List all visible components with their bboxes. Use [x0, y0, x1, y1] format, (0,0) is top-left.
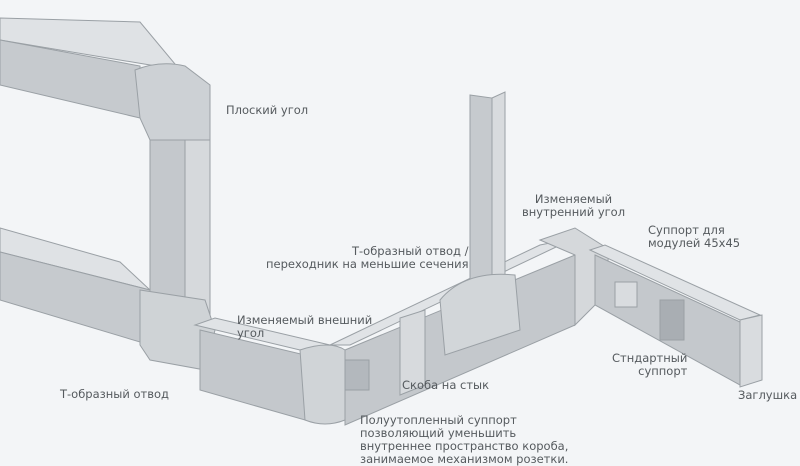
- label-t-adapter: Т-образный отвод / переходник на меньшие…: [266, 244, 469, 271]
- flat-corner: [134, 63, 211, 141]
- label-outer-corner: Изменяемый внешний угол: [237, 313, 373, 340]
- label-t-branch: Т-образный отвод: [60, 387, 169, 401]
- semi-flush-support: [344, 359, 370, 391]
- vertical-duct-side: [184, 139, 211, 321]
- label-end-cap: Заглушка: [738, 388, 798, 402]
- pipe-side: [491, 91, 506, 286]
- label-joint-clip: Скоба на стык: [402, 378, 490, 392]
- label-flat-corner: Плоский угол: [226, 103, 309, 117]
- label-semi-flush-support: Полуутопленный суппорт позволяющий умень…: [360, 413, 569, 466]
- support-45-module: [614, 281, 638, 308]
- pipe-front: [469, 94, 493, 286]
- label-inner-corner: Изменяемый внутренний угол: [522, 192, 626, 219]
- end-cap: [739, 314, 763, 388]
- pipe-adapter: [439, 273, 521, 356]
- standard-support: [659, 299, 685, 341]
- outer-corner: [299, 344, 346, 425]
- joint-clip: [399, 309, 426, 396]
- label-support-45: Суппорт для модулей 45х45: [648, 223, 741, 250]
- label-standard-support: Стндартный суппорт: [612, 351, 688, 378]
